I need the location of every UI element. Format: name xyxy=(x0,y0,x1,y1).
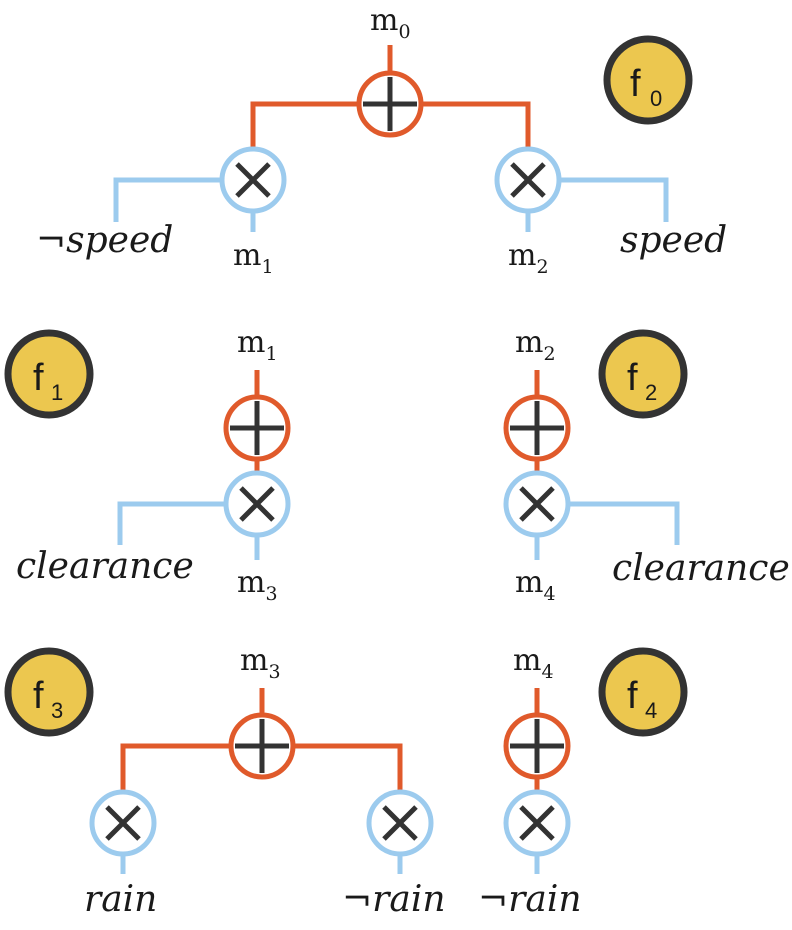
message-label-m0: m0 xyxy=(370,3,411,43)
message-label-m2-top: m2 xyxy=(515,325,556,365)
product-node-f2 xyxy=(503,470,571,538)
product-node-f3-left xyxy=(89,789,157,857)
factor-subscript: 3 xyxy=(51,698,63,723)
tree-f0: m0 ¬speed m1 m2 speed xyxy=(36,3,727,278)
factor-letter: f xyxy=(627,675,638,717)
tree-f3: m3 rain ¬rain xyxy=(84,643,446,920)
sum-node-f0 xyxy=(356,70,424,138)
sum-node-f1 xyxy=(223,394,291,462)
variable-label-not-rain-right: ¬rain xyxy=(478,879,582,920)
message-label-m2: m2 xyxy=(508,238,549,278)
factor-letter: f xyxy=(630,63,641,105)
tree-f2: m2 m4 clearance xyxy=(503,325,790,605)
product-node-f1 xyxy=(223,470,291,538)
factor-subscript: 4 xyxy=(645,698,657,723)
factor-letter: f xyxy=(33,675,44,717)
variable-label-clearance-left: clearance xyxy=(16,546,194,587)
tree-f4: m4 ¬rain xyxy=(478,643,582,920)
sum-node-f4 xyxy=(503,712,571,780)
factor-subscript: 0 xyxy=(650,86,662,111)
factor-badge-f2: f 2 xyxy=(598,329,688,419)
factor-letter: f xyxy=(627,357,638,399)
product-node-f4 xyxy=(503,789,571,857)
factor-subscript: 1 xyxy=(51,380,63,405)
message-label-m4: m4 xyxy=(515,565,556,605)
wire-sum-left xyxy=(250,101,358,150)
sum-node-f3 xyxy=(228,712,296,780)
wire-clearance xyxy=(569,501,680,545)
wire-sum-right xyxy=(422,101,531,150)
wire-not-speed xyxy=(113,177,221,222)
factor-badge-f4: f 4 xyxy=(598,647,688,737)
message-label-m3-top: m3 xyxy=(240,643,281,683)
factor-badge-f1: f 1 xyxy=(4,329,94,419)
variable-label-not-rain-left: ¬rain xyxy=(342,879,446,920)
wire-sum-right xyxy=(294,743,403,792)
tree-f1: m1 clearance m3 xyxy=(16,325,291,605)
factor-badge-f3: f 3 xyxy=(4,647,94,737)
message-label-m3: m3 xyxy=(237,565,278,605)
product-node-f0-right xyxy=(494,146,562,214)
message-label-m1: m1 xyxy=(233,238,274,278)
message-label-m1-top: m1 xyxy=(237,325,278,365)
variable-label-clearance-right: clearance xyxy=(612,548,790,589)
variable-label-rain: rain xyxy=(84,879,157,920)
message-label-m4-top: m4 xyxy=(513,643,554,683)
wire-clearance xyxy=(117,501,225,545)
wire-speed xyxy=(560,177,669,222)
product-node-f0-left xyxy=(219,146,287,214)
factor-subscript: 2 xyxy=(645,380,657,405)
factor-letter: f xyxy=(33,357,44,399)
variable-label-speed: speed xyxy=(620,220,727,261)
sum-node-f2 xyxy=(503,394,571,462)
product-node-f3-right xyxy=(366,789,434,857)
factor-badge-f0: f 0 xyxy=(603,35,693,125)
wire-sum-left xyxy=(120,743,230,792)
variable-label-not-speed: ¬speed xyxy=(36,220,173,261)
